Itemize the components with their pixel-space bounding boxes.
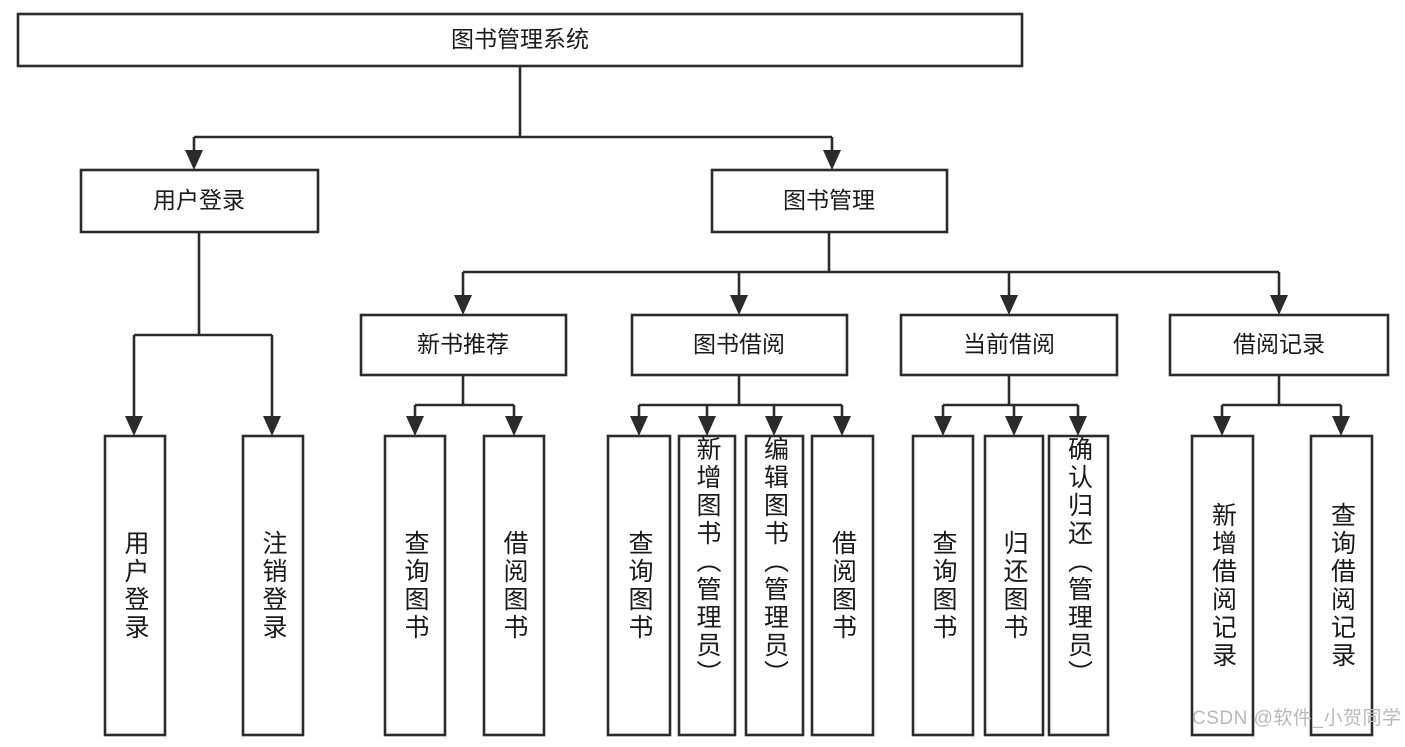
arrowhead-leaf-logout-login bbox=[263, 416, 281, 436]
arrowhead-leaf-edit-book bbox=[765, 416, 783, 436]
node-box-leaf-add-borrow-record[interactable] bbox=[1190, 434, 1255, 737]
arrowhead-leaf-confirm-return bbox=[1069, 416, 1087, 436]
connector-group-user-login bbox=[125, 232, 281, 436]
node-label-new-book-recommend: 新书推荐 bbox=[417, 331, 509, 357]
node-label-root: 图书管理系统 bbox=[451, 26, 589, 52]
node-box-leaf-query-borrow-record[interactable] bbox=[1309, 434, 1374, 737]
node-label-book-borrow: 图书借阅 bbox=[693, 331, 785, 357]
arrowhead-leaf-return-books bbox=[1005, 416, 1023, 436]
node-box-book-management[interactable] bbox=[710, 168, 949, 234]
arrowhead-book-management bbox=[823, 150, 841, 170]
node-box-borrow-record[interactable] bbox=[1168, 313, 1390, 377]
arrowhead-user-login bbox=[185, 150, 203, 170]
node-box-current-borrow[interactable] bbox=[899, 313, 1119, 377]
node-box-leaf-query-books-2[interactable] bbox=[606, 434, 672, 737]
node-box-leaf-borrow-books-1[interactable] bbox=[482, 434, 546, 737]
arrowhead-current-borrow bbox=[1000, 295, 1018, 315]
arrowhead-borrow-record bbox=[1270, 295, 1288, 315]
node-box-leaf-confirm-return[interactable] bbox=[1047, 434, 1110, 737]
connector-group-root bbox=[185, 66, 841, 170]
connector-group-new-book-recommend bbox=[406, 375, 523, 436]
node-box-leaf-query-books-3[interactable] bbox=[911, 434, 975, 737]
arrowhead-leaf-user-login bbox=[125, 416, 143, 436]
node-box-leaf-edit-book[interactable] bbox=[744, 434, 805, 737]
arrowhead-leaf-borrow-books-2 bbox=[833, 416, 851, 436]
connector-group-book-borrow bbox=[630, 375, 851, 436]
connector-group-borrow-record bbox=[1213, 375, 1350, 436]
node-label-current-borrow: 当前借阅 bbox=[963, 331, 1055, 357]
arrowhead-leaf-query-books-1 bbox=[406, 416, 424, 436]
arrowhead-new-book-recommend bbox=[454, 295, 472, 315]
connector-group-current-borrow bbox=[934, 375, 1087, 436]
arrowhead-leaf-add-borrow-record bbox=[1213, 416, 1231, 436]
node-label-borrow-record: 借阅记录 bbox=[1233, 331, 1325, 357]
node-box-book-borrow[interactable] bbox=[630, 313, 849, 377]
node-box-user-login[interactable] bbox=[79, 168, 320, 234]
arrowhead-book-borrow bbox=[730, 295, 748, 315]
node-box-new-book-recommend[interactable] bbox=[359, 313, 568, 377]
node-label-user-login: 用户登录 bbox=[153, 187, 245, 213]
node-box-leaf-logout-login[interactable] bbox=[241, 434, 305, 737]
node-box-root[interactable] bbox=[16, 12, 1024, 68]
node-box-leaf-user-login[interactable] bbox=[103, 434, 167, 737]
node-box-leaf-return-books[interactable] bbox=[983, 434, 1045, 737]
arrowhead-leaf-query-borrow-record bbox=[1332, 416, 1350, 436]
connector-group-book-management bbox=[454, 232, 1288, 315]
arrowhead-leaf-query-books-3 bbox=[934, 416, 952, 436]
node-label-book-management: 图书管理 bbox=[783, 187, 875, 213]
arrowhead-leaf-add-book bbox=[698, 416, 716, 436]
node-box-leaf-query-books-1[interactable] bbox=[383, 434, 447, 737]
node-box-leaf-add-book[interactable] bbox=[677, 434, 737, 737]
csdn-watermark: CSDN @软件_小贺同学 bbox=[1192, 708, 1402, 729]
node-box-leaf-borrow-books-2[interactable] bbox=[810, 434, 875, 737]
arrowhead-leaf-borrow-books-1 bbox=[505, 416, 523, 436]
arrowhead-leaf-query-books-2 bbox=[630, 416, 648, 436]
